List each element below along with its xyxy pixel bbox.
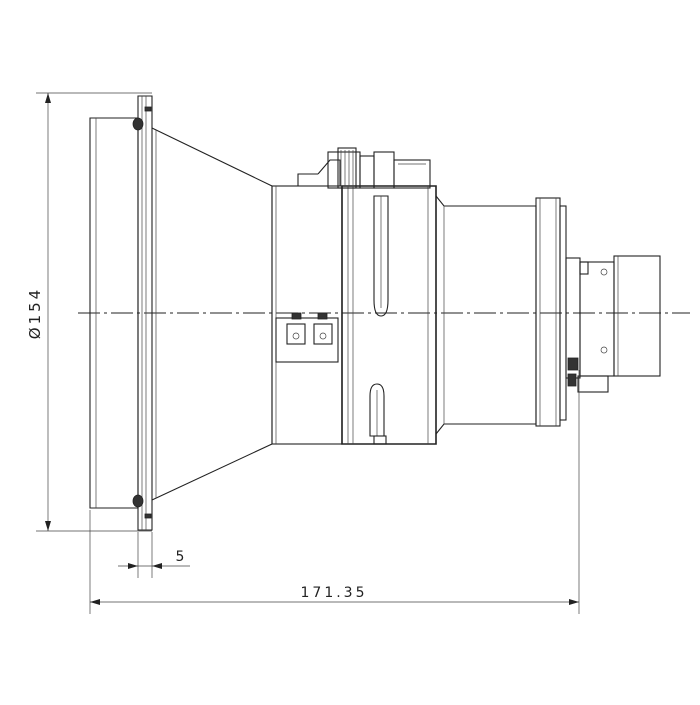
front-bell-section	[89, 95, 273, 531]
total-length-dimension: 171.35	[89, 370, 580, 614]
total-length-label: 171.35	[301, 585, 368, 601]
flange-dimension: 5	[118, 532, 190, 578]
diameter-label: Ø154	[26, 287, 44, 339]
detector-block-section	[565, 255, 661, 393]
rear-barrel-section	[435, 195, 567, 435]
seal-bottom	[132, 494, 144, 508]
seal-top	[132, 117, 144, 131]
main-barrel-section	[271, 159, 343, 445]
diameter-dimension: Ø154	[26, 92, 152, 532]
focus-ring-section	[327, 147, 437, 445]
flange-label: 5	[176, 549, 185, 565]
